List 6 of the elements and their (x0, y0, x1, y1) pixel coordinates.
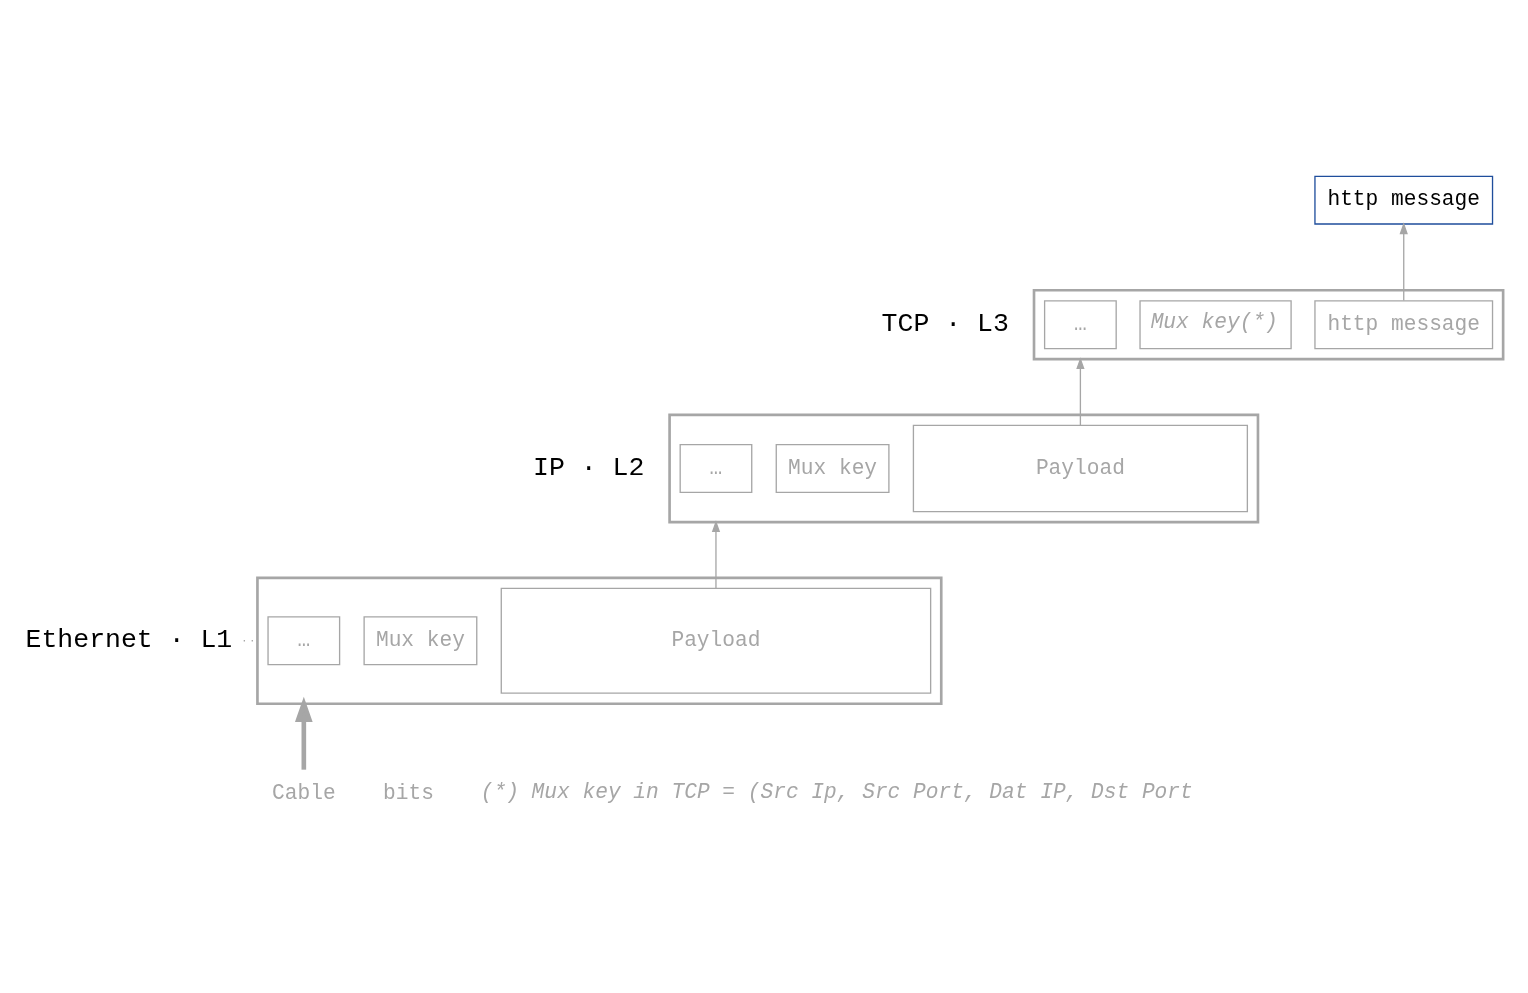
label: (*) Mux key in TCP = (Src Ip, Src Port, Dat IP, Dst Port (480, 779, 1193, 804)
node-text: Ethernet · L1 (25, 624, 233, 655)
node-text: IP · L2 (533, 452, 645, 483)
node-text: TCP · L3 (881, 308, 1009, 339)
node-text: Cable (272, 780, 336, 805)
label: bits (383, 780, 434, 805)
